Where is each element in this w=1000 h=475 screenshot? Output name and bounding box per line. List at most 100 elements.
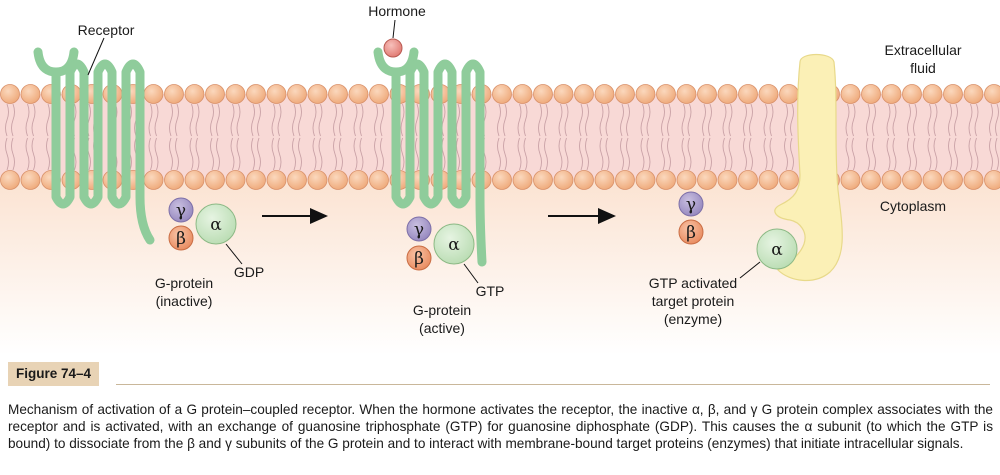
lipid-tail-inner xyxy=(169,137,179,171)
lipid-head-inner xyxy=(225,170,246,190)
lipid-tail-outer xyxy=(784,103,794,137)
receptor-inactive xyxy=(33,47,155,245)
target-label-line1: GTP activated xyxy=(649,275,737,291)
lipid-tail-outer xyxy=(374,103,384,137)
lipid-tail-inner xyxy=(866,137,876,171)
gtp-label: GTP xyxy=(476,283,505,299)
lipid-tail-outer xyxy=(538,103,548,137)
lipid-tail-outer xyxy=(189,103,200,137)
lipid-head-outer xyxy=(553,84,574,104)
lipid-tail-outer xyxy=(230,103,241,137)
lipid-head-inner xyxy=(184,170,205,190)
leader-gtp xyxy=(463,263,479,284)
receptor-label: Receptor xyxy=(78,22,135,38)
lipid-tail-outer xyxy=(579,103,589,137)
alpha-label-inactive: α xyxy=(210,215,222,235)
lipid-tail-outer xyxy=(702,103,712,137)
lipid-tail-outer xyxy=(989,103,999,137)
lipid-tail-inner xyxy=(538,137,548,171)
lipid-head-outer xyxy=(574,84,594,104)
lipid-head-inner xyxy=(615,170,635,190)
lipid-tail-inner xyxy=(927,137,938,171)
beta-label-free: β xyxy=(686,223,696,243)
lipid-head-inner xyxy=(635,170,656,190)
receptor-helices xyxy=(391,59,487,267)
lipid-head-outer xyxy=(840,84,861,104)
lipid-head-outer xyxy=(369,84,389,104)
lipid-tail-inner xyxy=(784,137,794,171)
receptor-helices xyxy=(51,59,155,245)
extracellular-label-line1: Extracellular xyxy=(884,42,961,58)
lipid-tail-outer xyxy=(169,103,179,137)
lipid-tail-inner xyxy=(558,137,569,171)
lipid-tail-outer xyxy=(886,103,897,137)
extracellular-label-line2: fluid xyxy=(910,60,936,76)
lipid-tail-inner xyxy=(722,137,733,171)
alpha-subunit-active xyxy=(433,223,475,265)
lipid-head-inner xyxy=(984,170,1000,190)
lipid-tail-inner xyxy=(353,137,364,171)
lipid-head-inner xyxy=(656,170,676,190)
lipid-head-outer xyxy=(266,84,287,104)
lipid-head-inner xyxy=(143,170,164,190)
lipid-head-outer xyxy=(225,84,246,104)
lipid-tail-inner xyxy=(25,137,36,171)
lipid-tail-outer xyxy=(558,103,569,137)
lipid-tail-outer xyxy=(722,103,733,137)
lipid-head-inner xyxy=(943,170,963,190)
lipid-tail-outer xyxy=(599,103,610,137)
lipid-head-outer xyxy=(656,84,676,104)
target-label-line3: (enzyme) xyxy=(664,311,722,327)
lipid-tail-outer xyxy=(640,103,651,137)
lipid-head-inner xyxy=(902,170,922,190)
lipid-tail-outer xyxy=(968,103,979,137)
lipid-tail-outer xyxy=(517,103,528,137)
lipid-head-outer xyxy=(635,84,656,104)
lipid-head-inner xyxy=(512,170,533,190)
caption-divider xyxy=(116,384,990,385)
gamma-label-active: γ xyxy=(414,220,424,240)
lipid-tail-outer xyxy=(743,103,753,137)
leader-receptor xyxy=(87,37,105,76)
beta-subunit-free xyxy=(678,219,704,245)
lipid-head-inner xyxy=(881,170,902,190)
leader-hormone xyxy=(392,19,396,39)
lipid-tail-inner xyxy=(210,137,220,171)
lipid-head-inner xyxy=(717,170,738,190)
lipid-tail-inner xyxy=(948,137,958,171)
lipid-tail-inner xyxy=(845,137,856,171)
lipid-head-inner xyxy=(492,170,512,190)
lipid-head-inner xyxy=(697,170,717,190)
lipid-head-inner xyxy=(164,170,184,190)
lipid-head-outer xyxy=(287,84,307,104)
lipid-head-outer xyxy=(246,84,266,104)
target-label-line2: target protein xyxy=(652,293,735,309)
lipid-tail-outer xyxy=(5,103,15,137)
lipid-tail-outer xyxy=(292,103,302,137)
lipid-head-inner xyxy=(307,170,328,190)
lipid-tail-outer xyxy=(148,103,159,137)
lipid-head-inner xyxy=(266,170,287,190)
gamma-label-inactive: γ xyxy=(176,201,186,221)
lipid-head-outer xyxy=(492,84,512,104)
lipid-tail-inner xyxy=(640,137,651,171)
cytoplasm-label: Cytoplasm xyxy=(880,198,946,214)
receptor-active xyxy=(373,47,487,267)
lipid-head-outer xyxy=(922,84,943,104)
lipid-tail-inner xyxy=(579,137,589,171)
lipid-head-inner xyxy=(861,170,881,190)
lipid-tail-outer xyxy=(661,103,671,137)
lipid-tail-outer xyxy=(948,103,958,137)
lipid-head-inner xyxy=(922,170,943,190)
lipid-head-outer xyxy=(348,84,369,104)
lipid-tail-inner xyxy=(497,137,507,171)
lipid-tail-inner xyxy=(374,137,384,171)
lipid-tail-inner xyxy=(312,137,323,171)
gdp-label: GDP xyxy=(234,264,264,280)
lipid-head-inner xyxy=(963,170,984,190)
leader-target xyxy=(739,261,761,279)
lipid-head-inner xyxy=(574,170,594,190)
lipid-tail-outer xyxy=(763,103,774,137)
lipid-head-outer xyxy=(717,84,738,104)
lipid-tail-outer xyxy=(681,103,692,137)
